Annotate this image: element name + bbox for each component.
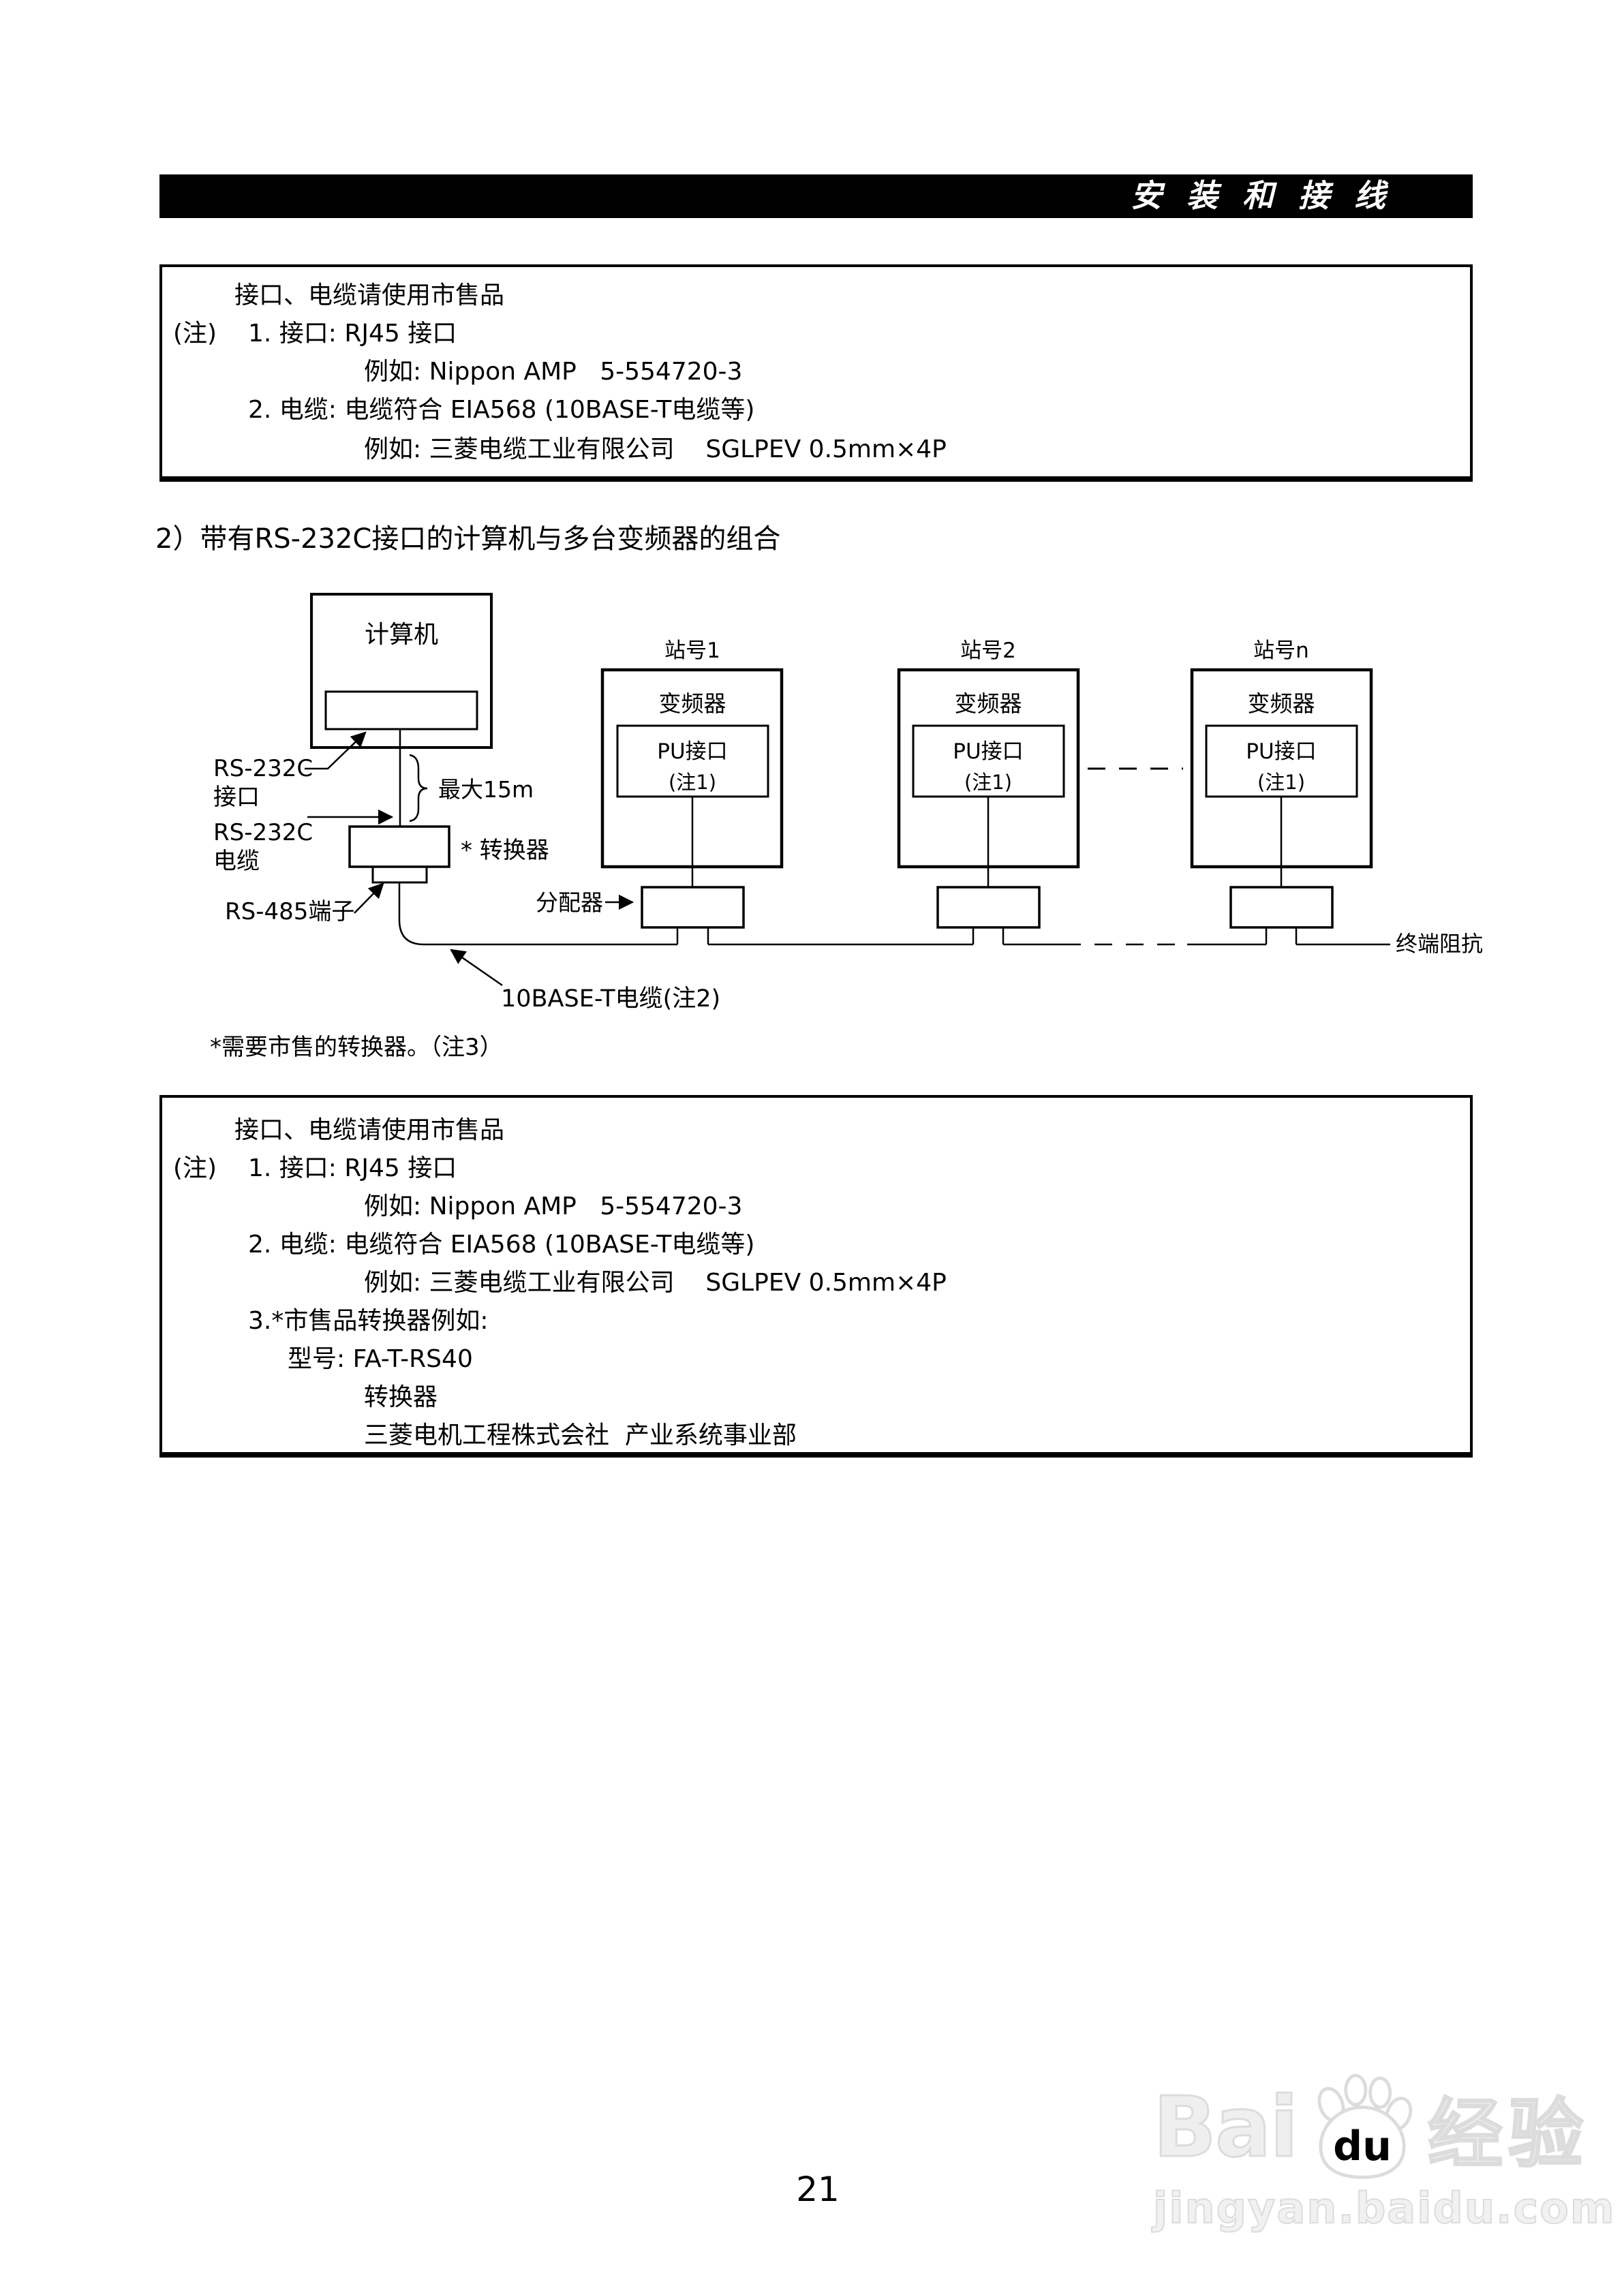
inverter-label-1: 变频器 bbox=[659, 690, 726, 717]
converter-box bbox=[348, 825, 450, 868]
distributor-label: 分配器 bbox=[536, 889, 603, 916]
note-item3: 3.*市售品转换器例如: bbox=[248, 1307, 489, 1335]
computer-label: 计算机 bbox=[365, 621, 438, 649]
note-item2: 2. 电缆: 电缆符合 EIA568 (10BASE-T电缆等) bbox=[248, 1231, 755, 1259]
page-number: 21 bbox=[796, 2170, 840, 2209]
watermark-url: jingyan.baidu.com bbox=[1152, 2183, 1616, 2234]
distributor-box-n bbox=[1229, 886, 1334, 929]
rs232c-cable-label-line1: RS-232C bbox=[213, 819, 313, 846]
rs485-terminal-arrow bbox=[354, 882, 384, 914]
note-item2: 2. 电缆: 电缆符合 EIA568 (10BASE-T电缆等) bbox=[248, 396, 755, 424]
note-item1-example: 例如: Nippon AMP 5-554720-3 bbox=[364, 358, 743, 386]
terminator-label: 终端阻抗 bbox=[1396, 931, 1483, 957]
station-2: 站号2 变频器 PU接口 (注1) bbox=[897, 638, 1080, 944]
note-label: (注) bbox=[173, 320, 217, 348]
note-item1: 1. 接口: RJ45 接口 bbox=[248, 320, 457, 348]
tbase-cable-arrow bbox=[450, 949, 503, 987]
note-item3-company: 三菱电机工程株式会社 产业系统事业部 bbox=[364, 1421, 797, 1449]
rs485-terminal-label: RS-485端子 bbox=[225, 898, 354, 925]
note-box-top: 接口、电缆请使用市售品 (注) 1. 接口: RJ45 接口 例如: Nippo… bbox=[159, 264, 1473, 482]
note-item1: 1. 接口: RJ45 接口 bbox=[248, 1154, 457, 1182]
station-1-label: 站号1 bbox=[664, 638, 720, 663]
computer-box bbox=[310, 593, 493, 749]
distributor-box-1 bbox=[641, 886, 745, 929]
note-item3-device: 转换器 bbox=[364, 1383, 438, 1411]
inverter-label-n: 变频器 bbox=[1248, 690, 1315, 717]
baidu-logo-jingyan: 经验 bbox=[1427, 2090, 1589, 2179]
note-item3-model: 型号: FA-T-RS40 bbox=[288, 1345, 473, 1373]
converter-label: * 转换器 bbox=[461, 837, 549, 864]
note-title: 接口、电缆请使用市售品 bbox=[234, 281, 505, 309]
pu-port-label-1: PU接口 bbox=[657, 739, 727, 764]
rs232c-cable-label-line2: 电缆 bbox=[213, 848, 260, 875]
pu-port-note-2: (注1) bbox=[964, 771, 1012, 794]
max-length-label: 最大15m bbox=[438, 776, 534, 803]
rs232c-port-arrow bbox=[305, 731, 367, 770]
inverter-label-2: 变频器 bbox=[955, 690, 1022, 717]
section-header-title: 安 装 和 接 线 bbox=[1130, 177, 1392, 214]
note-item1-example: 例如: Nippon AMP 5-554720-3 bbox=[364, 1192, 743, 1220]
baidu-logo-bai: Bai bbox=[1152, 2078, 1299, 2177]
baidu-watermark: Bai du 经验 jingyan.baidu.com bbox=[1152, 2073, 1616, 2234]
station-n-label: 站号n bbox=[1253, 638, 1309, 663]
rs232c-port-label-line2: 接口 bbox=[213, 784, 260, 811]
rs232c-port-label-line1: RS-232C bbox=[213, 755, 313, 782]
converter-footnote: *需要市售的转换器。（注3） bbox=[210, 1034, 503, 1061]
station-1: 站号1 变频器 PU接口 (注1) bbox=[600, 638, 784, 944]
converter-terminal-tab bbox=[371, 865, 428, 884]
wiring-diagram: 计算机 最大15m RS-232C 接口 RS-232C 电缆 * 转换器 RS… bbox=[210, 593, 1483, 1061]
station-2-label: 站号2 bbox=[960, 638, 1016, 663]
pu-port-label-n: PU接口 bbox=[1246, 739, 1316, 764]
pu-port-label-2: PU接口 bbox=[953, 739, 1023, 764]
pu-port-note-n: (注1) bbox=[1257, 771, 1305, 794]
baidu-paw-icon: du bbox=[1317, 2074, 1413, 2179]
pu-port-note-1: (注1) bbox=[669, 771, 716, 794]
computer-port-box bbox=[324, 690, 478, 730]
note-box-bottom: 接口、电缆请使用市售品 (注) 1. 接口: RJ45 接口 例如: Nippo… bbox=[159, 1095, 1473, 1458]
note-item2-example: 例如: 三菱电缆工业有限公司 SGLPEV 0.5mm×4P bbox=[364, 1269, 947, 1297]
station-n: 站号n 变频器 PU接口 (注1) bbox=[1190, 638, 1373, 944]
note-label: (注) bbox=[173, 1154, 217, 1182]
section-heading: 2）带有RS-232C接口的计算机与多台变频器的组合 bbox=[155, 523, 781, 555]
note-item2-example: 例如: 三菱电缆工业有限公司 SGLPEV 0.5mm×4P bbox=[364, 435, 947, 463]
distributor-box-2 bbox=[936, 886, 1041, 929]
tbase-cable-label: 10BASE-T电缆(注2) bbox=[501, 985, 720, 1013]
baidu-paw-du-text: du bbox=[1333, 2123, 1392, 2170]
bus-segment-1 bbox=[398, 882, 677, 946]
baidu-logo: Bai du 经验 bbox=[1152, 2073, 1615, 2182]
note-title: 接口、电缆请使用市售品 bbox=[234, 1116, 505, 1144]
max-length-brace bbox=[409, 754, 428, 822]
section-header-bar: 安 装 和 接 线 bbox=[159, 174, 1473, 218]
